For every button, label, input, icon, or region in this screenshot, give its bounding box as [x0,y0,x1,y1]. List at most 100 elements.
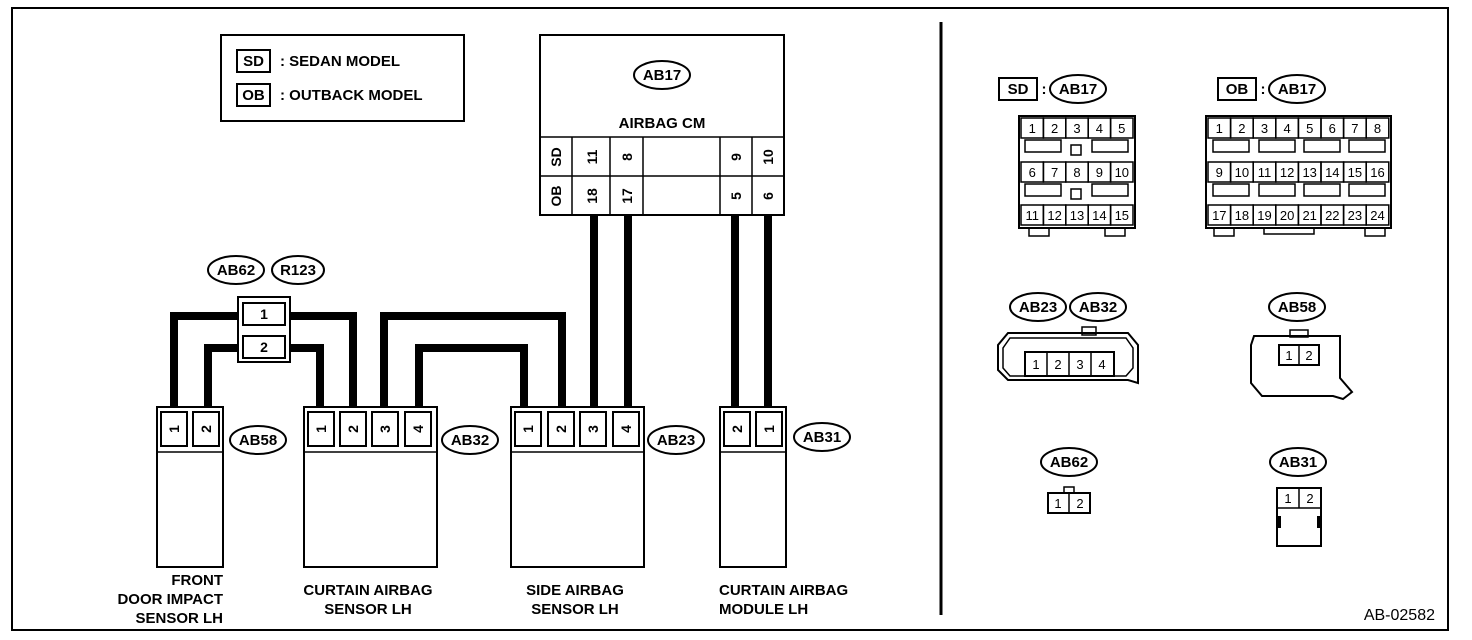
ob-ab17-model: OB [1226,81,1249,98]
ob-ab17-pin: 20 [1280,208,1294,223]
legend-sd-label: : SEDAN MODEL [280,53,400,70]
wire-ab58-2 [204,344,245,412]
ab32-connector-id: AB32 [451,432,489,449]
sd-ab17-pin: 9 [1096,165,1103,180]
cm-row-sd-label: SD [548,147,564,166]
ab58-connector-id: AB58 [239,432,277,449]
cm-ob-pin-a: 18 [584,188,600,204]
ab32-name-line1: CURTAIN AIRBAG [303,582,432,599]
ab23-pin-2: 2 [553,425,569,433]
cm-ob-pin-d: 6 [760,192,776,200]
ab23-pin-4: 4 [618,425,634,433]
ob-ab17-pin: 8 [1374,121,1381,136]
ab23-ab32-pin-1: 1 [1032,357,1039,372]
ob-ab17-cell [1365,117,1390,139]
ob-ab17-pin: 23 [1348,208,1362,223]
wire-ab32-3-ab23-2 [380,312,566,412]
cm-row-ob-label: OB [548,186,564,207]
cm-sd-pin-b: 8 [619,153,635,161]
sd-ab17-pin: 6 [1029,165,1036,180]
ab31-view-pin-1: 1 [1284,491,1291,506]
connector-view-ab62: AB62 1 2 [1040,447,1098,514]
ab62-view-pin-1: 1 [1054,496,1061,511]
sd-ab17-cell [1109,161,1134,183]
connector-view-ab58: AB58 1 2 [1250,292,1354,401]
legend-sd-badge [236,49,271,73]
ab58-name-line2: DOOR IMPACT [117,591,223,608]
figure-id: AB-02582 [1364,607,1435,624]
airbag-cm: AB17 AIRBAG CM SD 11 8 9 10 OB 18 17 5 6 [539,34,785,216]
ab31-pin-1: 1 [761,425,777,433]
ab23-connector-id: AB23 [657,432,695,449]
component-ab32: 1 2 3 4 AB32 CURTAIN AIRBAG SENSOR LH [303,406,499,618]
sd-ab17-pin: 2 [1051,121,1058,136]
ob-ab17-pin: 17 [1212,208,1226,223]
splice-oval-r123 [271,255,325,285]
ob-ab17-pin: 13 [1302,165,1316,180]
wire-ab32-2 [287,312,357,412]
ob-ab17-pin: 9 [1216,165,1223,180]
ab23-ab32-connector-2: AB32 [1079,299,1117,316]
ab58-pin-1: 1 [166,425,182,433]
ob-ab17-pin: 14 [1325,165,1339,180]
ab62-view-connector-id: AB62 [1050,454,1088,471]
component-ab58: 1 2 AB58 FRONT DOOR IMPACT SENSOR LH [117,406,287,627]
wiring-harness [170,215,772,412]
ab62-view-pin-2: 2 [1076,496,1083,511]
splice-pin-1-box [242,302,286,326]
airbag-cm-connector-oval [633,60,691,90]
ab23-ab32-connector-1: AB23 [1019,299,1057,316]
ob-ab17-pin: 12 [1280,165,1294,180]
legend: SD : SEDAN MODEL OB : OUTBACK MODEL [220,34,465,122]
ab58-view-housing [1250,335,1354,401]
ab31-name-line1: CURTAIN AIRBAG [719,582,848,599]
sd-ab17-pin: 3 [1073,121,1080,136]
connector-view-ab23-ab32: AB23 AB32 1 2 3 4 [997,292,1139,385]
ob-ab17-cell [1365,161,1390,183]
airbag-cm-connector-id: AB17 [643,67,681,84]
ob-ab17-pin: 24 [1370,208,1384,223]
ab31-view-connector-id: AB31 [1279,454,1317,471]
ob-ab17-pin: 5 [1306,121,1313,136]
splice-pin-2-box [242,335,286,359]
ab58-view-pin-1: 1 [1285,348,1292,363]
ob-ab17-cell [1365,204,1390,226]
ab32-pin-3: 3 [377,425,393,433]
ob-ab17-pin: 22 [1325,208,1339,223]
sd-ab17-pin: 1 [1029,121,1036,136]
ob-ab17-pin: 1 [1216,121,1223,136]
cm-sd-pin-d: 10 [760,149,776,165]
ab23-name-line2: SENSOR LH [531,601,619,618]
splice-oval-ab62 [207,255,265,285]
sd-ab17-pin: 8 [1073,165,1080,180]
sd-ab17-cell [1109,117,1134,139]
component-ab31: 2 1 AB31 CURTAIN AIRBAG MODULE LH [719,406,851,618]
wire-ab32-4-ab23-1 [415,344,528,412]
ob-ab17-pin: 16 [1370,165,1384,180]
sd-ab17-pin: 11 [1025,208,1039,223]
sd-ab17-cell [1109,204,1134,226]
ab23-ab32-pin-4: 4 [1098,357,1105,372]
splice-pin-1: 1 [260,306,268,322]
ob-ab17-pin: 10 [1235,165,1249,180]
connector-view-ab31: AB31 1 2 [1269,447,1327,547]
cm-ob-pin-b: 17 [619,188,635,204]
airbag-cm-name: AIRBAG CM [619,115,706,132]
ob-ab17-pin: 2 [1238,121,1245,136]
splice-pin-2: 2 [260,339,268,355]
ob-ab17-pin: 19 [1257,208,1271,223]
legend-ob-badge [236,83,271,107]
ab23-pin-3: 3 [585,425,601,433]
ab58-pin-2: 2 [198,425,214,433]
splice-connector-ab62: AB62 [217,262,255,279]
sd-ab17-pin: 12 [1047,208,1061,223]
ab31-view-pin-2: 2 [1306,491,1313,506]
ob-ab17-pin: 7 [1351,121,1358,136]
legend-sd-code: SD [243,53,264,70]
sd-ab17-sep: : [1042,81,1047,98]
sd-ab17-connector-id: AB17 [1059,81,1097,98]
ab23-name-line1: SIDE AIRBAG [526,582,624,599]
legend-ob-label: : OUTBACK MODEL [280,87,423,104]
